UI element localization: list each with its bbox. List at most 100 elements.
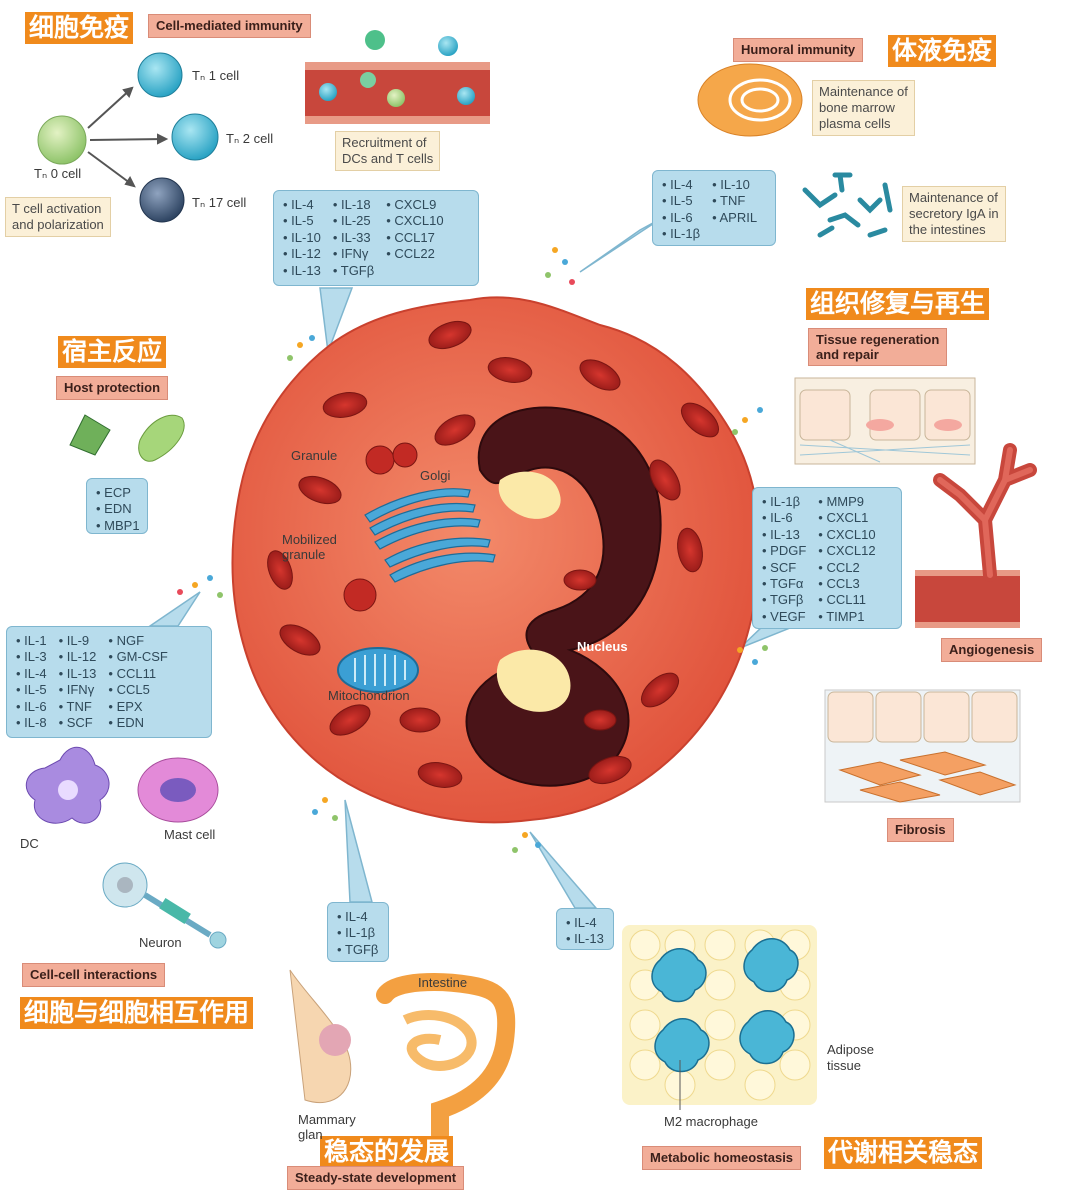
mediator-item: IL-13 bbox=[283, 263, 321, 279]
mediator-item: IL-13 bbox=[762, 527, 806, 543]
mediator-column: NGFGM-CSFCCL11CCL5EPXEDN bbox=[108, 633, 168, 731]
mediator-column: IL-4IL-13 bbox=[566, 915, 604, 946]
note-plasma-cells: Maintenance of bone marrow plasma cells bbox=[812, 80, 915, 136]
label-tissue-repair-zh: 组织修复与再生 bbox=[806, 288, 990, 320]
mediator-item: EDN bbox=[96, 501, 140, 517]
label-intestine: Intestine bbox=[418, 975, 468, 990]
tag-angiogenesis: Angiogenesis bbox=[941, 638, 1043, 662]
label-mobilized-line2: granule bbox=[282, 547, 326, 562]
mediator-item: IFNγ bbox=[59, 682, 97, 698]
neuron bbox=[102, 862, 227, 949]
note-tcell-line1: T cell activation bbox=[12, 201, 102, 216]
mammary-gland bbox=[289, 969, 352, 1104]
label-mast-cell: Mast cell bbox=[164, 827, 216, 842]
mediator-item: MMP9 bbox=[818, 494, 875, 510]
tag-metabolic: Metabolic homeostasis bbox=[642, 1146, 802, 1170]
t-cells-illustration bbox=[37, 52, 219, 223]
note-iga-line1: Maintenance of bbox=[909, 190, 998, 205]
mediator-item: EDN bbox=[108, 715, 167, 731]
note-plasma-line2: bone marrow bbox=[819, 100, 895, 115]
mediator-item: CXCL12 bbox=[818, 543, 875, 559]
mediator-item: CCL5 bbox=[108, 682, 167, 698]
tag-fibrosis: Fibrosis bbox=[887, 818, 954, 842]
label-th0: Tₙ 0 cell bbox=[34, 166, 82, 181]
mediator-item: CXCL1 bbox=[818, 510, 875, 526]
mediator-item: IL-5 bbox=[283, 213, 321, 229]
mediator-box-top: IL-4IL-5IL-10IL-12IL-13IL-18IL-25IL-33IF… bbox=[273, 190, 479, 286]
mediator-item: GM-CSF bbox=[108, 649, 168, 665]
mediator-column: IL-1IL-3IL-4IL-5IL-6IL-8 bbox=[16, 633, 46, 731]
mediator-item: CXCL10 bbox=[386, 213, 443, 229]
note-recruitment-line1: Recruitment of bbox=[342, 135, 427, 150]
mediator-item: CCL22 bbox=[386, 246, 443, 262]
mediator-item: IL-6 bbox=[662, 210, 700, 226]
mediator-item: IL-1β bbox=[337, 925, 378, 941]
mediator-column: IL-4IL-5IL-6IL-1β bbox=[662, 177, 700, 241]
mediator-box-metabolic: IL-4IL-13 bbox=[556, 908, 614, 950]
tag-humoral: Humoral immunity bbox=[733, 38, 864, 62]
mediator-item: TNF bbox=[59, 699, 97, 715]
mediator-item: TGFβ bbox=[762, 592, 806, 608]
label-adipose-line2: tissue bbox=[827, 1058, 861, 1073]
mediator-box-host: ECPEDNMBP1 bbox=[86, 478, 148, 534]
secreted-particles bbox=[177, 247, 768, 853]
mediator-item: SCF bbox=[762, 560, 806, 576]
mediator-column: IL-4IL-1βTGFβ bbox=[337, 909, 378, 958]
label-golgi: Golgi bbox=[420, 468, 451, 483]
note-iga-line3: the intestines bbox=[909, 222, 986, 237]
label-cell-immunity-zh: 细胞免疫 bbox=[25, 12, 134, 44]
note-iga: Maintenance of secretory IgA in the inte… bbox=[902, 186, 1006, 242]
note-plasma-line3: plasma cells bbox=[819, 116, 891, 131]
mediator-item: CCL2 bbox=[818, 560, 875, 576]
mediator-item: IL-13 bbox=[59, 666, 97, 682]
mediator-item: SCF bbox=[59, 715, 97, 731]
mediator-item: MBP1 bbox=[96, 518, 139, 534]
label-mitochondrion: Mitochondrion bbox=[328, 688, 410, 703]
label-dc: DC bbox=[20, 836, 39, 851]
label-cell-interactions-zh: 细胞与细胞相互作用 bbox=[20, 997, 254, 1029]
mediator-item: IL-5 bbox=[16, 682, 46, 698]
mediator-item: IL-4 bbox=[337, 909, 378, 925]
note-plasma-line1: Maintenance of bbox=[819, 84, 908, 99]
tag-host-protection: Host protection bbox=[56, 376, 169, 400]
mediator-item: ECP bbox=[96, 485, 140, 501]
mediator-item: IL-4 bbox=[283, 197, 321, 213]
mediator-item: IL-33 bbox=[333, 230, 374, 246]
mediator-item: CCL17 bbox=[386, 230, 443, 246]
mediator-item: NGF bbox=[108, 633, 167, 649]
mediator-column: ECPEDNMBP1 bbox=[96, 485, 140, 533]
iga-antibodies bbox=[802, 172, 893, 238]
mediator-item: IL-10 bbox=[712, 177, 757, 193]
eosinophil-cell bbox=[231, 296, 761, 824]
dc-cell bbox=[25, 747, 110, 824]
mediator-column: IL-1βIL-6IL-13PDGFSCFTGFαTGFβVEGF bbox=[762, 494, 806, 625]
mediator-item: TNF bbox=[712, 193, 757, 209]
mediator-column: IL-9IL-12IL-13IFNγTNFSCF bbox=[59, 633, 97, 731]
mediator-item: TGFβ bbox=[333, 263, 374, 279]
note-tcell-activation: T cell activation and polarization bbox=[5, 197, 111, 237]
tag-steady-state: Steady-state development bbox=[287, 1166, 465, 1190]
tag-tissue-regen-line1: Tissue regeneration bbox=[816, 332, 940, 347]
mediator-item: IL-12 bbox=[59, 649, 97, 665]
mediator-item: EPX bbox=[108, 699, 167, 715]
mediator-column: MMP9CXCL1CXCL10CXCL12CCL2CCL3CCL11TIMP1 bbox=[818, 494, 875, 624]
mediator-item: VEGF bbox=[762, 609, 806, 625]
mediator-column: IL-4IL-5IL-10IL-12IL-13 bbox=[283, 197, 321, 279]
mediator-item: IL-4 bbox=[566, 915, 604, 931]
mediator-item: IL-13 bbox=[566, 931, 604, 947]
mediator-item: IFNγ bbox=[333, 246, 374, 262]
fibrosis-illustration bbox=[824, 689, 1021, 803]
mediator-item: IL-1 bbox=[16, 633, 46, 649]
label-th17: Tₙ 17 cell bbox=[192, 195, 247, 210]
label-neuron: Neuron bbox=[139, 935, 182, 950]
mediator-item: CCL11 bbox=[108, 666, 167, 682]
label-th1: Tₙ 1 cell bbox=[192, 68, 240, 83]
mediator-item: TGFα bbox=[762, 576, 806, 592]
adipose-tissue bbox=[622, 925, 817, 1110]
mediator-item: TGFβ bbox=[337, 942, 378, 958]
label-host-response-zh: 宿主反应 bbox=[58, 336, 167, 368]
note-recruitment: Recruitment of DCs and T cells bbox=[335, 131, 441, 171]
mediator-item: IL-5 bbox=[662, 193, 700, 209]
tag-tissue-regen-line2: and repair bbox=[816, 347, 879, 362]
